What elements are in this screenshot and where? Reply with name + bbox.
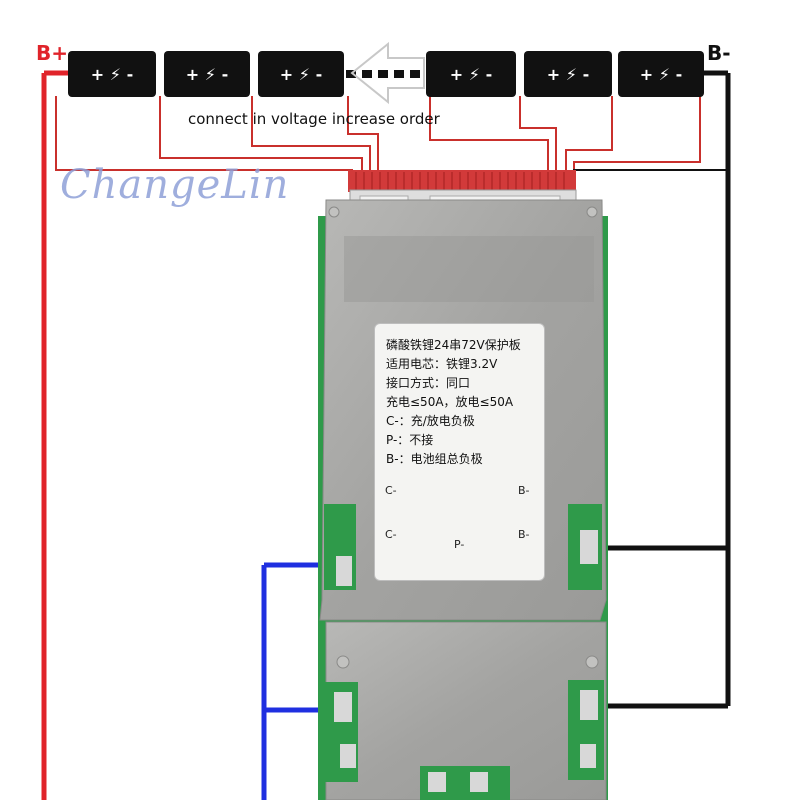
- positive-terminal-label: B+: [36, 41, 69, 65]
- spec-line: 充电≤50A，放电≤50A: [386, 395, 514, 409]
- spec-line: 磷酸铁锂24串72V保护板: [386, 338, 521, 352]
- cell-symbol: + ⚡ -: [640, 65, 682, 84]
- pad-label-b: B-: [518, 484, 530, 497]
- spec-line: B-：电池组总负极: [386, 452, 483, 466]
- cell-symbols: + ⚡ - + ⚡ - + ⚡ - + ⚡ - + ⚡ - + ⚡ -: [91, 65, 682, 84]
- watermark-logo: ChangeLin: [60, 162, 290, 208]
- connection-note: connect in voltage increase order: [188, 110, 440, 128]
- positive-wire: [41, 70, 70, 800]
- pad-label-c: C-: [385, 528, 397, 541]
- negative-wire: [590, 70, 731, 709]
- negative-terminal-label: B-: [707, 41, 731, 65]
- spec-line: 适用电芯：铁锂3.2V: [386, 357, 498, 371]
- cell-symbol: + ⚡ -: [280, 65, 322, 84]
- spec-label: 磷酸铁锂24串72V保护板 适用电芯：铁锂3.2V 接口方式：同口 充电≤50A…: [374, 323, 545, 581]
- pad-label-p: P-: [454, 538, 465, 551]
- cell-symbol: + ⚡ -: [450, 65, 492, 84]
- pad-label-c: C-: [385, 484, 397, 497]
- cell-symbol: + ⚡ -: [547, 65, 589, 84]
- cell-symbol: + ⚡ -: [91, 65, 133, 84]
- battery-cells: [68, 51, 704, 97]
- spec-line: P-：不接: [386, 433, 434, 447]
- pad-label-b: B-: [518, 528, 530, 541]
- omitted-cells-dashes: [346, 70, 420, 78]
- spec-line: 接口方式：同口: [386, 376, 471, 390]
- arrow-left-icon: [350, 41, 425, 105]
- sense-negative-wire: [573, 169, 728, 190]
- spec-line: C-：充/放电负极: [386, 414, 475, 428]
- cell-symbol: + ⚡ -: [186, 65, 228, 84]
